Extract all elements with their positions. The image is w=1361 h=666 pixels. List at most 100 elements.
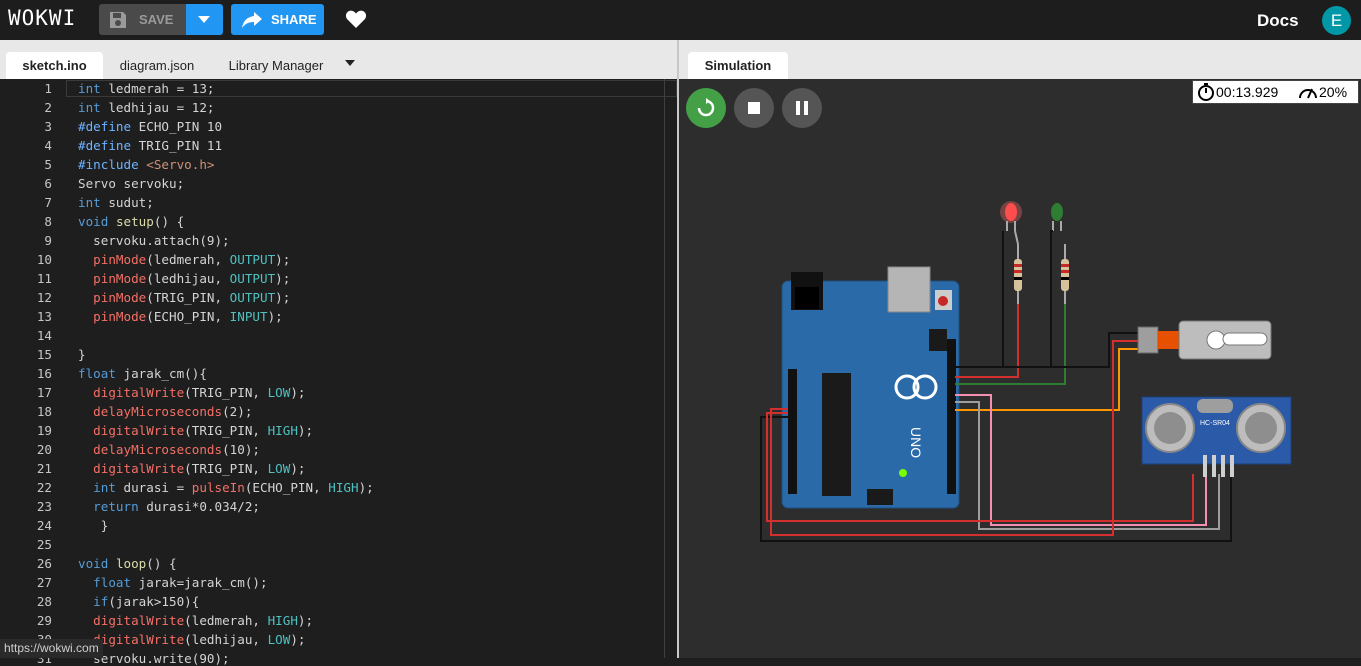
code-line[interactable]: int ledhijau = 12;	[78, 100, 215, 115]
editor-tabs: sketch.ino diagram.json Library Manager	[0, 40, 677, 79]
code-line[interactable]: }	[78, 347, 86, 362]
save-button[interactable]: SAVE	[99, 4, 186, 35]
line-number: 11	[36, 271, 52, 286]
line-number: 26	[36, 556, 52, 571]
code-line[interactable]: pinMode(ledhijau, OUTPUT);	[93, 271, 291, 286]
code-line[interactable]: #include <Servo.h>	[78, 157, 215, 172]
speedometer-icon	[1299, 88, 1317, 99]
code-line[interactable]: pinMode(TRIG_PIN, OUTPUT);	[93, 290, 291, 305]
code-line[interactable]: void setup() {	[78, 214, 185, 229]
code-line[interactable]: Servo servoku;	[78, 176, 185, 191]
code-line[interactable]: int ledmerah = 13;	[78, 81, 215, 96]
ultrasonic-sensor[interactable]: HC-SR04	[1141, 396, 1292, 477]
line-number: 8	[44, 214, 52, 229]
code-line[interactable]: return durasi*0.034/2;	[93, 499, 260, 514]
code-line[interactable]: float jarak=jarak_cm();	[93, 575, 268, 590]
line-number: 24	[36, 518, 52, 533]
code-line[interactable]: delayMicroseconds(2);	[93, 404, 253, 419]
line-number: 17	[36, 385, 52, 400]
line-number: 2	[44, 100, 52, 115]
share-button[interactable]: SHARE	[231, 4, 324, 35]
code-line[interactable]: digitalWrite(TRIG_PIN, LOW);	[93, 461, 306, 476]
tabs-menu-chevron-icon[interactable]	[345, 60, 355, 66]
line-number: 29	[36, 613, 52, 628]
line-number: 10	[36, 252, 52, 267]
code-line[interactable]: if(jarak>150){	[93, 594, 200, 609]
stop-icon	[748, 102, 760, 114]
code-line[interactable]: #define ECHO_PIN 10	[78, 119, 223, 134]
heart-icon[interactable]	[345, 9, 367, 29]
line-number: 9	[44, 233, 52, 248]
share-button-label: SHARE	[271, 12, 317, 27]
save-button-label: SAVE	[139, 12, 174, 27]
code-line[interactable]: digitalWrite(TRIG_PIN, HIGH);	[93, 423, 314, 438]
servo-motor[interactable]	[1137, 320, 1272, 360]
tab-diagram-json[interactable]: diagram.json	[119, 58, 195, 73]
line-number: 23	[36, 499, 52, 514]
line-number: 3	[44, 119, 52, 134]
pause-simulation-button[interactable]	[782, 88, 822, 128]
line-number: 7	[44, 195, 52, 210]
restart-simulation-button[interactable]	[686, 88, 726, 128]
line-number: 19	[36, 423, 52, 438]
red-led[interactable]	[1000, 201, 1022, 231]
tab-simulation[interactable]: Simulation	[688, 52, 788, 79]
line-number: 1	[44, 81, 52, 96]
line-number: 18	[36, 404, 52, 419]
code-line[interactable]: digitalWrite(TRIG_PIN, LOW);	[93, 385, 306, 400]
tab-sketch-ino[interactable]: sketch.ino	[6, 52, 103, 79]
status-url: https://wokwi.com	[0, 639, 103, 658]
user-avatar[interactable]: E	[1322, 6, 1351, 35]
line-number: 27	[36, 575, 52, 590]
floppy-disk-icon	[110, 12, 126, 28]
line-number: 28	[36, 594, 52, 609]
line-number: 16	[36, 366, 52, 381]
code-line[interactable]: float jarak_cm(){	[78, 366, 207, 381]
line-number: 20	[36, 442, 52, 457]
resistor-red-led[interactable]	[1014, 244, 1022, 304]
line-number: 5	[44, 157, 52, 172]
code-line[interactable]: pinMode(ledmerah, OUTPUT);	[93, 252, 291, 267]
pane-divider[interactable]	[677, 40, 679, 658]
restart-icon	[697, 98, 715, 117]
elapsed-time: 00:13.929	[1216, 84, 1279, 100]
green-led[interactable]	[1051, 203, 1063, 231]
simulation-panel: UNO	[679, 79, 1361, 658]
board-label: UNO	[908, 427, 924, 458]
line-number: 22	[36, 480, 52, 495]
wokwi-logo[interactable]: WOKWI	[8, 6, 77, 30]
simulation-tabs: Simulation	[679, 40, 1361, 79]
code-line[interactable]: delayMicroseconds(10);	[93, 442, 260, 457]
code-line[interactable]: digitalWrite(ledhijau, LOW);	[93, 632, 306, 647]
top-bar: WOKWI SAVE SHARE Docs E	[0, 0, 1361, 40]
current-line-highlight	[66, 80, 677, 97]
line-number: 12	[36, 290, 52, 305]
line-number: 15	[36, 347, 52, 362]
stop-simulation-button[interactable]	[734, 88, 774, 128]
pause-icon	[796, 101, 808, 115]
editor-ruler	[664, 79, 665, 658]
code-line[interactable]: servoku.attach(9);	[78, 233, 230, 248]
line-number: 25	[36, 537, 52, 552]
code-line[interactable]: digitalWrite(ledmerah, HIGH);	[93, 613, 314, 628]
code-line[interactable]: pinMode(ECHO_PIN, INPUT);	[93, 309, 283, 324]
chevron-down-icon	[198, 16, 210, 23]
circuit-diagram: UNO	[760, 201, 1292, 542]
stopwatch-icon	[1198, 83, 1214, 101]
arduino-uno-board[interactable]: UNO	[781, 266, 960, 509]
code-line[interactable]: #define TRIG_PIN 11	[78, 138, 223, 153]
line-number: 21	[36, 461, 52, 476]
tab-library-manager[interactable]: Library Manager	[228, 58, 324, 73]
code-line[interactable]: int sudut;	[78, 195, 154, 210]
code-line[interactable]: }	[78, 518, 109, 533]
code-line[interactable]: void loop() {	[78, 556, 177, 571]
docs-link[interactable]: Docs	[1257, 11, 1299, 30]
sensor-label: HC-SR04	[1200, 420, 1230, 427]
code-lines[interactable]: int ledmerah = 13; int ledhijau = 12; #def…	[78, 79, 668, 666]
line-number: 4	[44, 138, 52, 153]
resistor-green-led[interactable]	[1061, 244, 1069, 304]
code-line[interactable]: int durasi = pulseIn(ECHO_PIN, HIGH);	[93, 480, 374, 495]
save-options-dropdown[interactable]	[186, 4, 223, 35]
